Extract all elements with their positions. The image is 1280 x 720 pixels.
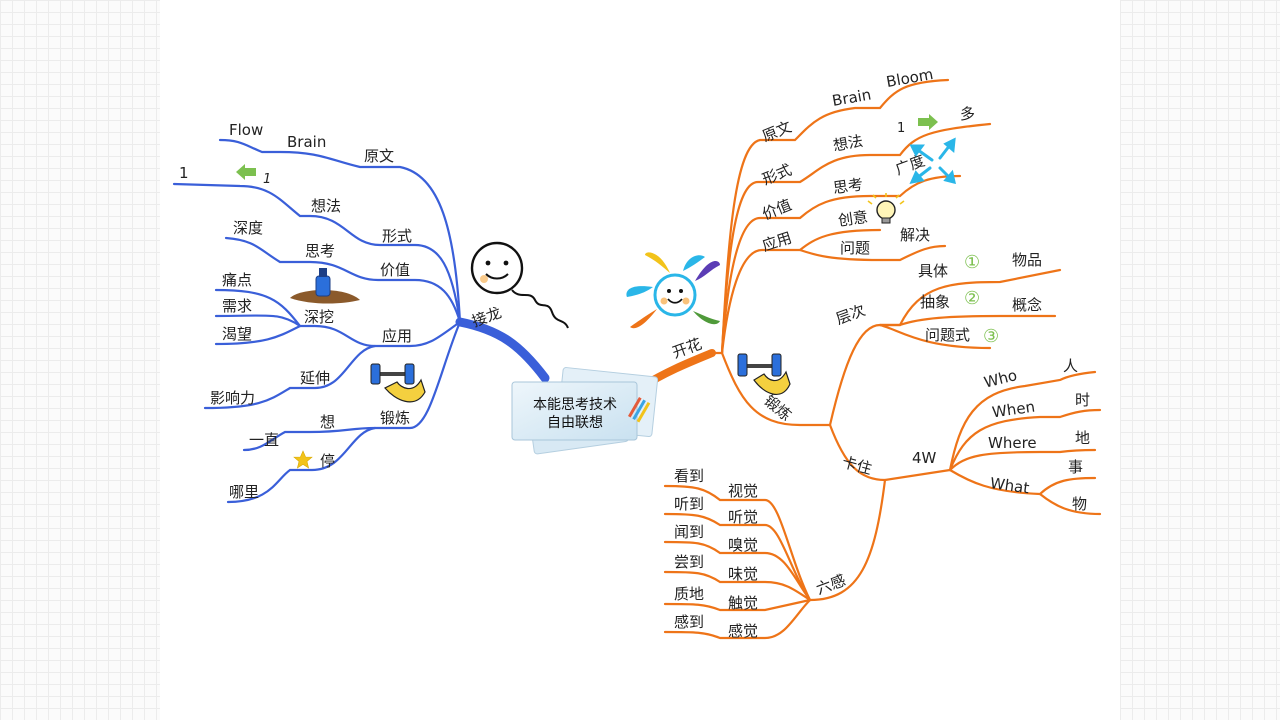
left-pain-label[interactable]: 痛点: [222, 271, 252, 289]
left-influence-label[interactable]: 影响力: [210, 389, 255, 407]
right-think-label[interactable]: 思考: [832, 175, 864, 197]
sense-hearing-verb[interactable]: 听到: [674, 495, 704, 513]
arrow-left-icon: [236, 164, 256, 180]
left-jiazhi-label[interactable]: 价值: [380, 261, 410, 279]
grid-background-right: [1120, 0, 1280, 720]
sense-touch-verb[interactable]: 质地: [674, 585, 704, 603]
left-yuanwen-label[interactable]: 原文: [364, 147, 394, 165]
left-think-label[interactable]: 思考: [305, 242, 335, 260]
central-title-line2: 自由联想: [547, 415, 603, 431]
right-thing1-label[interactable]: 事: [1068, 458, 1083, 476]
left-flow-label[interactable]: Flow: [229, 121, 263, 139]
right-senses-label[interactable]: 六感: [814, 571, 848, 598]
right-brain-label[interactable]: Brain: [831, 85, 873, 110]
left-brain-label[interactable]: Brain: [287, 133, 326, 151]
arrow-right-icon: [918, 114, 938, 130]
sense-touch-label[interactable]: 触觉: [728, 594, 758, 612]
left-always-label[interactable]: 一直: [249, 431, 279, 449]
right-create-label[interactable]: 创意: [837, 208, 869, 230]
right-stuck-label[interactable]: 卡住: [840, 453, 874, 478]
left-where-label[interactable]: 哪里: [229, 483, 259, 501]
circled-number-3-icon: ③: [983, 326, 999, 347]
right-idea-label[interactable]: 想法: [832, 132, 865, 155]
grid-background-left: [0, 0, 160, 720]
smiley-flower-icon: [626, 252, 720, 329]
sense-feeling-label[interactable]: 感觉: [728, 622, 758, 640]
right-duanlian-label[interactable]: 锻炼: [760, 392, 795, 425]
left-extend-label[interactable]: 延伸: [300, 369, 330, 387]
smiley-balloon-icon: [470, 241, 569, 329]
left-idea-label[interactable]: 想法: [311, 197, 341, 215]
right-concrete-label[interactable]: 具体: [918, 262, 948, 280]
circled-number-1-icon: ①: [964, 252, 980, 273]
sense-hearing-label[interactable]: 听觉: [728, 508, 758, 526]
left-one-label[interactable]: 1: [179, 164, 189, 182]
right-problem-label[interactable]: 问题: [840, 239, 870, 257]
sense-smell-verb[interactable]: 闻到: [674, 523, 704, 541]
right-solve-label[interactable]: 解决: [900, 226, 930, 244]
left-think-single-label[interactable]: 想: [320, 413, 335, 431]
right-where-label[interactable]: Where: [988, 434, 1037, 452]
sense-taste-verb[interactable]: 尝到: [674, 553, 704, 571]
left-dig-label[interactable]: 深挖: [304, 308, 334, 326]
left-depth-label[interactable]: 深度: [233, 219, 263, 237]
right-level-label[interactable]: 层次: [833, 301, 867, 328]
star-icon: [293, 450, 313, 469]
left-branch-lines: [172, 138, 550, 504]
sense-taste-label[interactable]: 味觉: [728, 565, 758, 583]
sense-sight-label[interactable]: 视觉: [728, 482, 758, 500]
lightbulb-icon: [867, 193, 905, 224]
left-yingyong-label[interactable]: 应用: [382, 327, 412, 345]
right-bloom-label[interactable]: Bloom: [885, 65, 935, 91]
left-need-label[interactable]: 需求: [222, 297, 252, 315]
central-topic[interactable]: 本能思考技术 自由联想: [511, 367, 659, 455]
right-branch-lines: [636, 78, 1102, 640]
left-desire-label[interactable]: 渴望: [222, 325, 252, 343]
right-xingshi-label[interactable]: 形式: [760, 161, 795, 189]
right-4w-label[interactable]: 4W: [912, 449, 937, 467]
right-concept-label[interactable]: 概念: [1012, 296, 1042, 314]
weightlift-icon-right: [737, 353, 791, 395]
right-when-label[interactable]: When: [991, 398, 1036, 422]
right-what-label[interactable]: What: [989, 474, 1031, 497]
sense-smell-label[interactable]: 嗅觉: [728, 536, 758, 554]
bottle-icon: [290, 268, 360, 304]
right-one-label[interactable]: 1: [897, 121, 905, 136]
sense-feeling-verb[interactable]: 感到: [674, 613, 704, 631]
right-jiazhi-label[interactable]: 价值: [760, 196, 795, 224]
right-many-label[interactable]: 多: [960, 105, 975, 123]
left-labels: 接龙 原文 Brain Flow 形式 想法 1 1 价值 思考 深度 应用 深…: [179, 121, 504, 501]
right-question-label[interactable]: 问题式: [925, 326, 970, 344]
pencils-decoration: [628, 396, 651, 423]
right-goods-label[interactable]: 物品: [1012, 251, 1042, 269]
left-duanlian-label[interactable]: 锻炼: [380, 409, 410, 427]
sense-sight-verb[interactable]: 看到: [674, 467, 704, 485]
central-title-line1: 本能思考技术: [533, 397, 617, 413]
weightlift-icon: [370, 363, 426, 403]
left-one-small-label[interactable]: 1: [263, 172, 271, 187]
left-xingshi-label[interactable]: 形式: [382, 227, 412, 245]
right-labels: 开花 原文 Brain Bloom 形式 想法 1 多 价值 思考 广度 应用 …: [670, 65, 1090, 640]
circled-number-2-icon: ②: [964, 288, 980, 309]
right-thing2-label[interactable]: 物: [1072, 495, 1087, 513]
right-place-label[interactable]: 地: [1075, 429, 1090, 447]
left-stop-label[interactable]: 停: [320, 452, 335, 470]
expand-arrows-icon: [909, 137, 956, 185]
right-time-label[interactable]: 时: [1075, 391, 1090, 409]
right-abstract-label[interactable]: 抽象: [920, 293, 950, 311]
left-root-label[interactable]: 接龙: [469, 303, 503, 330]
right-yuanwen-label[interactable]: 原文: [760, 118, 795, 146]
right-person-label[interactable]: 人: [1063, 357, 1078, 375]
